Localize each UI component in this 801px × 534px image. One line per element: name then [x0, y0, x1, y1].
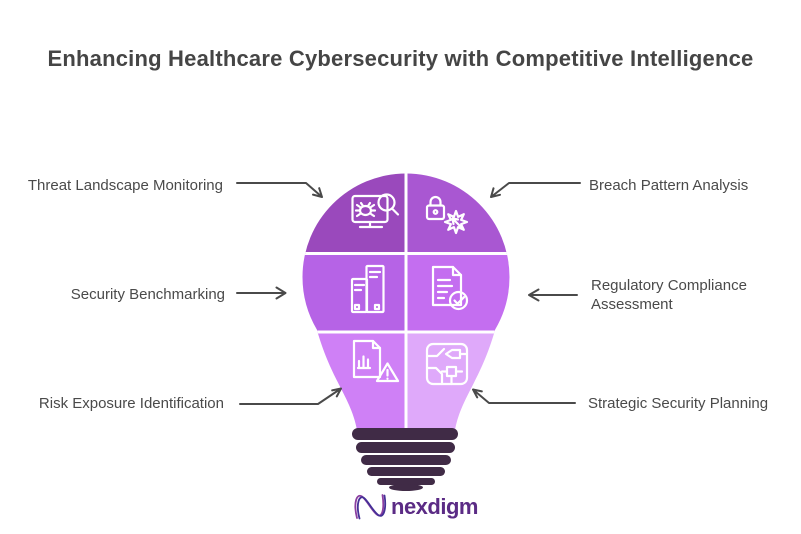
- arrow-breach-analysis: [490, 182, 581, 198]
- strategy-map-icon: [425, 342, 469, 386]
- bulb-screw-base: [352, 428, 458, 491]
- monitor-bug-search-icon: [351, 193, 400, 229]
- nexdigm-logo-wordmark: nexdigm: [391, 494, 478, 519]
- segment-dividers: [302, 173, 510, 430]
- page-title: Enhancing Healthcare Cybersecurity with …: [47, 46, 754, 71]
- buildings-comparison-icon: [350, 264, 385, 314]
- segment-benchmarking: [302, 253, 406, 332]
- segment-icons: [350, 193, 469, 386]
- connector-arrows: [236, 182, 581, 405]
- document-check-icon: [431, 265, 469, 311]
- nexdigm-n-wave-icon: [354, 494, 387, 520]
- report-warning-icon: [352, 339, 400, 383]
- lock-attack-cursor-icon: [425, 195, 469, 235]
- label-breach-pattern-analysis: Breach Pattern Analysis: [589, 177, 749, 194]
- segment-breach-analysis: [406, 173, 510, 254]
- arrow-benchmarking: [236, 286, 287, 300]
- label-regulatory-compliance-assessment: Regulatory Compliance Assessment: [591, 277, 747, 313]
- label-security-benchmarking: Security Benchmarking: [70, 286, 225, 303]
- label-threat-landscape-monitoring: Threat Landscape Monitoring: [27, 177, 223, 194]
- arrow-threat-monitoring: [236, 182, 323, 198]
- arrow-risk-identification: [239, 387, 342, 405]
- segment-strategic-planning: [406, 332, 510, 430]
- arrow-compliance: [528, 288, 578, 302]
- label-strategic-security-planning: Strategic Security Planning: [588, 395, 769, 412]
- arrow-strategic-planning: [472, 388, 576, 404]
- label-risk-exposure-identification: Risk Exposure Identification: [38, 395, 224, 412]
